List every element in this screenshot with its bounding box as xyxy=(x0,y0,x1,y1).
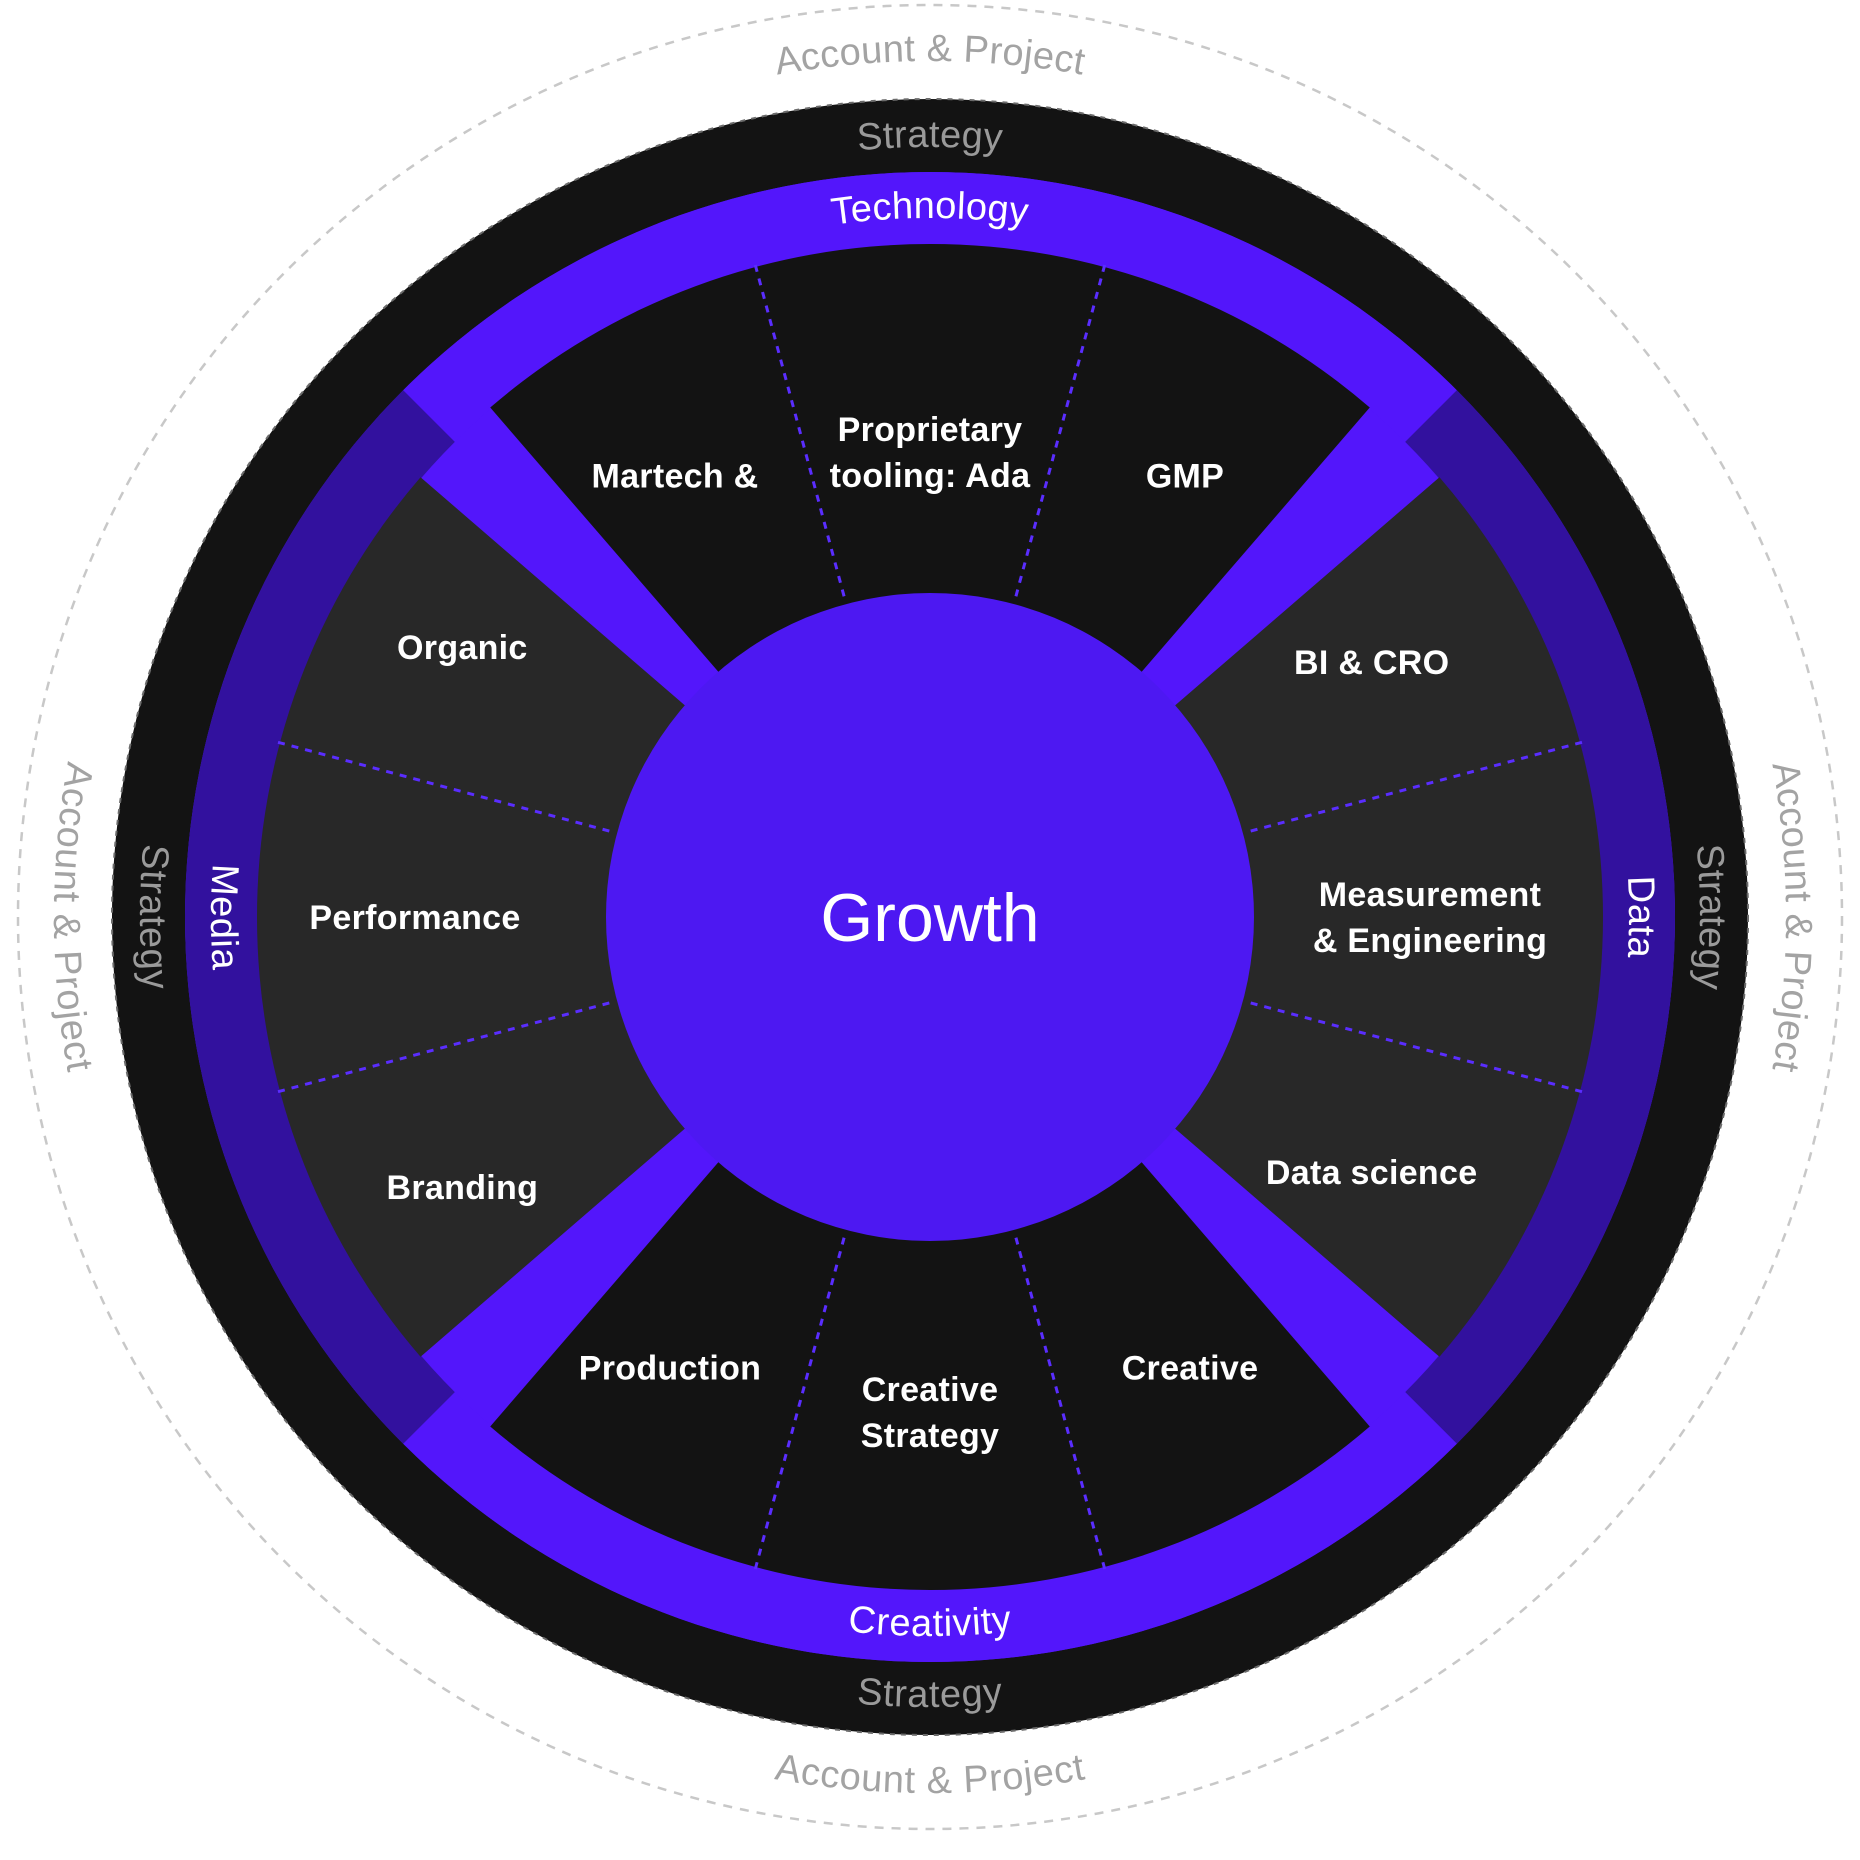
segment-line: Creative xyxy=(862,1371,999,1409)
account-project-label-left: Account & Project xyxy=(45,759,101,1074)
divider-data-2 xyxy=(1250,1001,1583,1094)
segment-line: Branding xyxy=(387,1169,539,1207)
segment-label-performance: Performance xyxy=(309,899,520,937)
divider-creativity-1 xyxy=(1014,1237,1107,1570)
strategy-ring-dashed-edge xyxy=(111,98,1749,1736)
divider-media-2 xyxy=(277,740,610,833)
segment-line: Organic xyxy=(397,629,528,667)
strategy-label-right-path: Strategy xyxy=(1688,843,1733,992)
pillar-label-media-path: Media xyxy=(202,863,245,971)
divider-media-1 xyxy=(277,1001,610,1094)
pillar-label-data: Data xyxy=(1619,875,1662,960)
segment-line: Data science xyxy=(1266,1154,1478,1192)
quadrant-media xyxy=(257,477,689,1357)
account-project-label-bottom: Account & Project xyxy=(772,1746,1087,1802)
divider-technology-1 xyxy=(753,264,846,597)
segment-line: Strategy xyxy=(861,1417,999,1455)
pillar-label-technology-path: Technology xyxy=(829,185,1031,234)
segment-label-measurement-and-engineering: Measurement & Engineering xyxy=(1313,876,1547,960)
divider-technology-2 xyxy=(1014,264,1107,597)
pillar-ring-media xyxy=(184,390,455,1444)
strategy-label-left: Strategy xyxy=(131,843,176,991)
account-project-label-right-path: Account & Project xyxy=(1763,759,1818,1076)
pillar-label-creativity: Creativity xyxy=(847,1599,1014,1646)
segment-label-branding: Branding xyxy=(387,1169,539,1207)
strategy-label-right: Strategy xyxy=(1688,843,1733,992)
pillar-ring-creativity xyxy=(403,1392,1457,1662)
pillar-label-data-path: Data xyxy=(1619,875,1662,960)
segment-line: Production xyxy=(579,1349,761,1387)
segment-line: Performance xyxy=(309,899,520,937)
outer-dashed-ring xyxy=(16,3,1844,1831)
pillar-ring-technology xyxy=(403,172,1457,442)
pillar-label-technology: Technology xyxy=(829,185,1031,234)
pillar-ring-data xyxy=(1405,390,1675,1444)
segment-line: Measurement xyxy=(1319,876,1542,914)
segment-label-creative: Creative xyxy=(1122,1349,1259,1387)
segment-label-proprietary-tooling-ada: Proprietary tooling: Ada xyxy=(830,411,1031,495)
pillar-label-creativity-path: Creativity xyxy=(847,1599,1013,1646)
segment-label-martech-and: Martech & xyxy=(591,457,758,495)
segment-line: tooling: Ada xyxy=(830,457,1031,495)
strategy-label-top: Strategy xyxy=(856,114,1005,159)
segment-line: & Engineering xyxy=(1313,922,1547,960)
divider-data-1 xyxy=(1250,740,1583,833)
strategy-label-left-path: Strategy xyxy=(131,843,176,991)
segment-label-production: Production xyxy=(579,1349,761,1387)
segment-label-bi-and-cro: BI & CRO xyxy=(1294,644,1449,682)
account-project-label-right: Account & Project xyxy=(1763,759,1819,1076)
divider-creativity-2 xyxy=(753,1237,846,1570)
center-circle xyxy=(606,593,1254,1241)
account-project-label-left-path: Account & Project xyxy=(45,759,100,1074)
segment-label-organic: Organic xyxy=(397,629,528,667)
strategy-label-bottom-path: Strategy xyxy=(856,1671,1004,1716)
quadrant-technology xyxy=(490,244,1370,676)
strategy-label-bottom: Strategy xyxy=(856,1671,1004,1716)
pillar-label-media: Media xyxy=(202,863,246,971)
strategy-label-top-path: Strategy xyxy=(856,114,1005,159)
account-project-label-top: Account & Project xyxy=(772,28,1089,84)
segment-line: BI & CRO xyxy=(1294,644,1449,682)
center-label-growth: Growth xyxy=(820,880,1039,956)
segment-line: Martech & xyxy=(591,457,758,495)
segment-label-data-science: Data science xyxy=(1266,1154,1478,1192)
segment-line: Proprietary xyxy=(838,411,1023,449)
quadrant-creativity xyxy=(490,1158,1370,1590)
account-project-label-top-path: Account & Project xyxy=(772,28,1088,84)
segment-line: Creative xyxy=(1122,1349,1259,1387)
segment-line: GMP xyxy=(1146,457,1224,495)
segment-label-gmp: GMP xyxy=(1146,457,1224,495)
quadrant-data xyxy=(1171,477,1603,1357)
account-project-label-bottom-path: Account & Project xyxy=(772,1746,1087,1802)
